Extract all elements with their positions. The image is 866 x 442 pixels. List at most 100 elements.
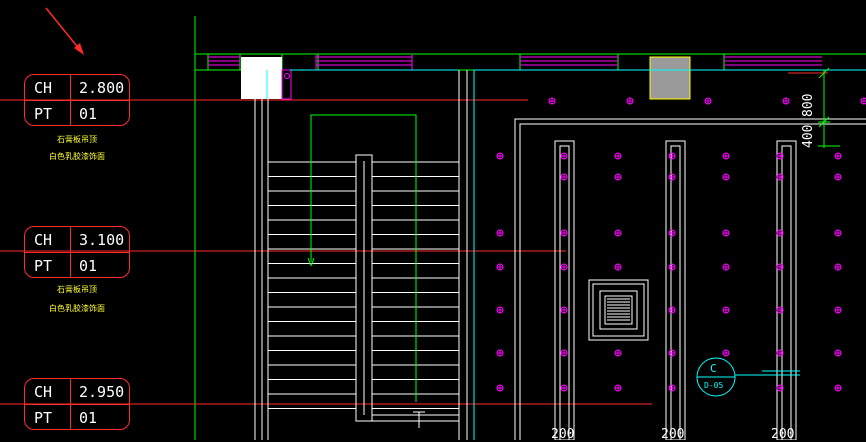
pt-value: 01 — [79, 257, 98, 275]
ceiling-tag-2[interactable]: CH 3.100 PT 01 — [24, 226, 130, 278]
downlight-icon — [834, 384, 842, 392]
ac-grille — [607, 298, 630, 321]
stair-start-mark — [413, 411, 425, 428]
pt-value: 01 — [79, 409, 98, 427]
downlight-icon — [776, 349, 784, 357]
linear-light-2 — [665, 140, 686, 440]
ch-label: CH — [34, 383, 53, 401]
material-note: 石膏板吊顶 — [57, 135, 97, 144]
downlight-icon — [704, 97, 712, 105]
pt-value: 01 — [79, 105, 98, 123]
column-outline — [281, 69, 292, 100]
ch-value: 2.950 — [79, 383, 125, 401]
section-ref: D-05 — [704, 381, 724, 390]
downlight-icon — [614, 263, 622, 271]
ch-value: 2.800 — [79, 79, 125, 97]
downlight-icon — [560, 384, 568, 392]
downlight-icon — [560, 152, 568, 160]
downlight-icon — [834, 263, 842, 271]
linear-light-1 — [554, 140, 575, 440]
downlight-icon — [614, 349, 622, 357]
tag-divider — [25, 100, 129, 101]
downlight-icon — [668, 349, 676, 357]
linear-light-3 — [776, 140, 797, 440]
downlight-icon — [776, 229, 784, 237]
finish-note: 白色乳胶漆饰面 — [49, 152, 105, 161]
downlight-icon — [614, 229, 622, 237]
downlight-icon — [496, 229, 504, 237]
dimension-text-bottom-3: 200 — [771, 427, 795, 442]
downlight-icon — [776, 173, 784, 181]
tag-divider — [25, 252, 129, 253]
dimension-text-bottom-1: 200 — [551, 427, 575, 442]
material-note: 石膏板吊顶 — [57, 285, 97, 294]
downlight-icon — [560, 173, 568, 181]
downlight-icon — [776, 152, 784, 160]
section-symbol-icon — [696, 357, 800, 397]
ac-cassette-icon — [588, 279, 649, 341]
downlight-icon — [496, 263, 504, 271]
downlight-icon — [722, 229, 730, 237]
column-block — [241, 57, 282, 99]
downlights — [496, 97, 866, 392]
downlight-icon — [614, 152, 622, 160]
downlight-icon — [860, 97, 866, 105]
section-letter: C — [710, 362, 717, 375]
downlight-icon — [560, 349, 568, 357]
downlight-icon — [668, 263, 676, 271]
downlight-icon — [722, 306, 730, 314]
downlight-icon — [668, 152, 676, 160]
downlight-icon — [834, 349, 842, 357]
downlight-icon — [614, 384, 622, 392]
downlight-icon — [782, 97, 790, 105]
downlight-icon — [560, 306, 568, 314]
downlight-icon — [722, 152, 730, 160]
window-strips — [208, 54, 822, 70]
downlight-icon — [614, 173, 622, 181]
stair-handrail — [355, 154, 459, 422]
downlight-icon — [834, 152, 842, 160]
downlight-icon — [722, 349, 730, 357]
column-marker — [284, 73, 290, 79]
ceiling-recess — [514, 118, 866, 440]
pt-label: PT — [34, 257, 53, 275]
downlight-icon — [834, 173, 842, 181]
ch-label: CH — [34, 231, 53, 249]
downlight-icon — [560, 263, 568, 271]
ceiling-tag-1[interactable]: CH 2.800 PT 01 — [24, 74, 130, 126]
tag-divider — [25, 404, 129, 405]
dimension-text-bottom-2: 200 — [661, 427, 685, 442]
downlight-icon — [496, 152, 504, 160]
downlight-icon — [496, 384, 504, 392]
downlight-icon — [776, 263, 784, 271]
downlight-icon — [496, 306, 504, 314]
stair-run-line — [307, 114, 417, 402]
downlight-icon — [834, 229, 842, 237]
pt-label: PT — [34, 409, 53, 427]
grey-column — [649, 56, 691, 100]
downlight-icon — [668, 384, 676, 392]
downlight-icon — [722, 173, 730, 181]
downlight-icon — [626, 97, 634, 105]
dimension-line-vertical — [818, 67, 840, 148]
top-wall — [195, 53, 866, 71]
downlight-icon — [560, 229, 568, 237]
downlight-icon — [722, 263, 730, 271]
downlight-icon — [668, 173, 676, 181]
downlight-icon — [496, 349, 504, 357]
downlight-icon — [668, 229, 676, 237]
downlight-icon — [548, 97, 556, 105]
downlight-icon — [668, 306, 676, 314]
ch-label: CH — [34, 79, 53, 97]
pointer-arrow — [45, 7, 84, 55]
dimension-text-800: 800 — [801, 93, 816, 117]
finish-note: 白色乳胶漆饰面 — [49, 304, 105, 313]
downlight-icon — [834, 306, 842, 314]
dimension-text-400: 400 — [801, 124, 816, 148]
stair-walls — [254, 69, 866, 440]
pt-label: PT — [34, 105, 53, 123]
downlight-icon — [776, 306, 784, 314]
ceiling-tag-3[interactable]: CH 2.950 PT 01 — [24, 378, 130, 430]
ch-value: 3.100 — [79, 231, 125, 249]
